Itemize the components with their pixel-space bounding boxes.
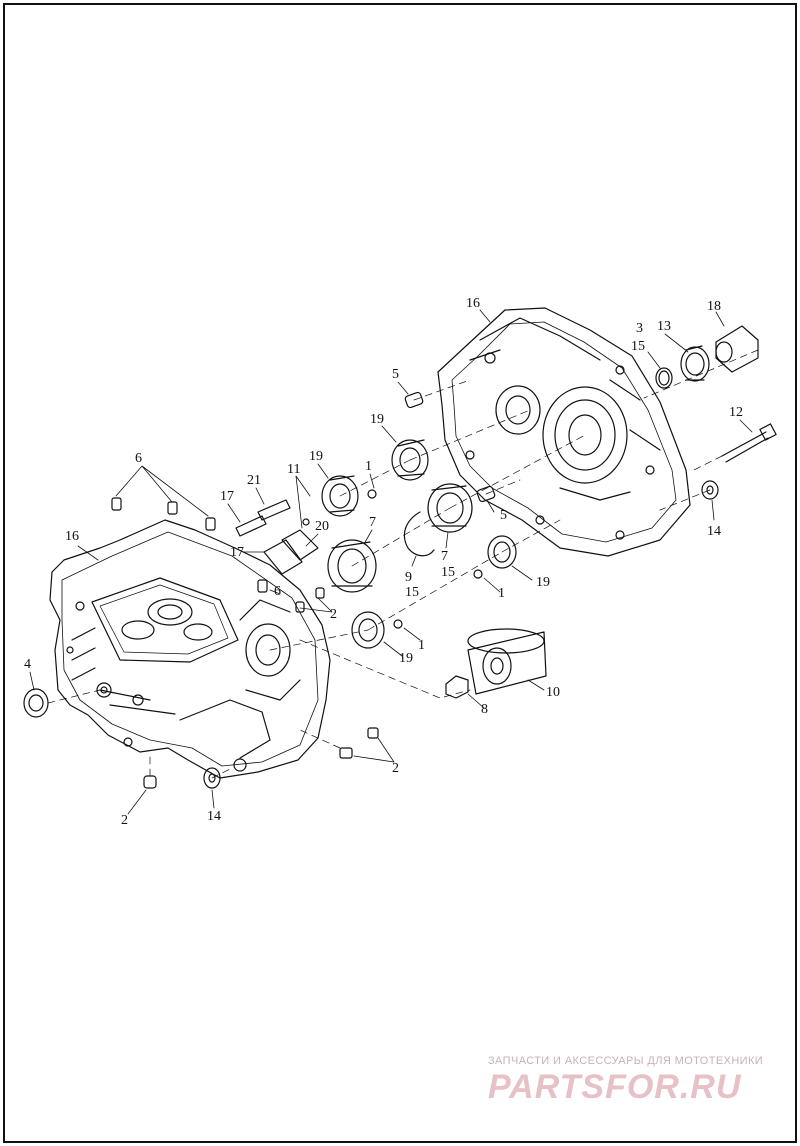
- washer-14-right: [701, 480, 719, 500]
- leader-lines: [29, 309, 753, 815]
- callout-6: 6: [135, 451, 142, 466]
- callout-20: 20: [315, 519, 329, 534]
- callout-10: 10: [546, 685, 560, 700]
- washer-14-left: [203, 767, 221, 789]
- callout-19: 19: [370, 412, 384, 427]
- left-crankcase-half: [49, 519, 331, 779]
- oil-jets-17-20-21: [235, 499, 319, 575]
- bolt-12: [721, 423, 777, 463]
- bearing-7-right: [427, 483, 473, 533]
- callout-16: 16: [65, 529, 79, 544]
- callout-1: 1: [498, 586, 505, 601]
- watermark-tagline: ЗАПЧАСТИ И АКСЕССУАРЫ ДЛЯ МОТОТЕХНИКИ: [488, 1055, 764, 1067]
- callout-17: 17: [220, 489, 234, 504]
- callout-2: 2: [121, 813, 128, 828]
- callout-6: 6: [274, 584, 281, 599]
- callout-15: 15: [441, 565, 455, 580]
- seal-13: [680, 345, 710, 382]
- callout-4: 4: [24, 657, 31, 672]
- callout-1: 1: [418, 638, 425, 653]
- callout-9: 9: [405, 570, 412, 585]
- bearing-19-right: [487, 535, 517, 569]
- screws-1: [302, 489, 483, 629]
- callout-17: 17: [230, 545, 244, 560]
- callout-18: 18: [707, 299, 721, 314]
- dowels: [111, 391, 496, 789]
- bearing-7-left: [327, 539, 377, 593]
- bearing-18: [715, 325, 759, 373]
- snap-ring-9: [403, 511, 435, 557]
- callout-14: 14: [707, 524, 721, 539]
- bearing-19-lower: [351, 611, 385, 649]
- callout-19: 19: [399, 651, 413, 666]
- callout-5: 5: [392, 367, 399, 382]
- callout-7: 7: [369, 515, 376, 530]
- callout-15: 15: [631, 339, 645, 354]
- callout-14: 14: [207, 809, 221, 824]
- callout-5: 5: [500, 508, 507, 523]
- callout-15: 15: [405, 585, 419, 600]
- callout-11: 11: [287, 462, 301, 477]
- callout-7: 7: [441, 549, 448, 564]
- callout-13: 13: [657, 319, 671, 334]
- callout-3: 3: [636, 321, 643, 336]
- ring-15-upper: [655, 367, 673, 389]
- filter-adapter-8: [445, 675, 469, 699]
- callout-19: 19: [536, 575, 550, 590]
- callout-21: 21: [247, 473, 261, 488]
- callout-2: 2: [392, 761, 399, 776]
- right-crankcase-half: [437, 307, 691, 557]
- callout-1: 1: [365, 459, 372, 474]
- callout-2: 2: [330, 607, 337, 622]
- watermark-logo: PARTSFOR.RU: [488, 1068, 742, 1106]
- seal-4: [23, 688, 49, 718]
- bearing-19-upper: [391, 439, 429, 481]
- page-frame: [3, 3, 797, 1143]
- callout-8: 8: [481, 702, 488, 717]
- assembly-lines: [47, 349, 759, 779]
- callout-19: 19: [309, 449, 323, 464]
- oil-filter-10: [467, 628, 547, 695]
- callout-16: 16: [466, 296, 480, 311]
- bearing-19-mid: [321, 475, 359, 517]
- callout-12: 12: [729, 405, 743, 420]
